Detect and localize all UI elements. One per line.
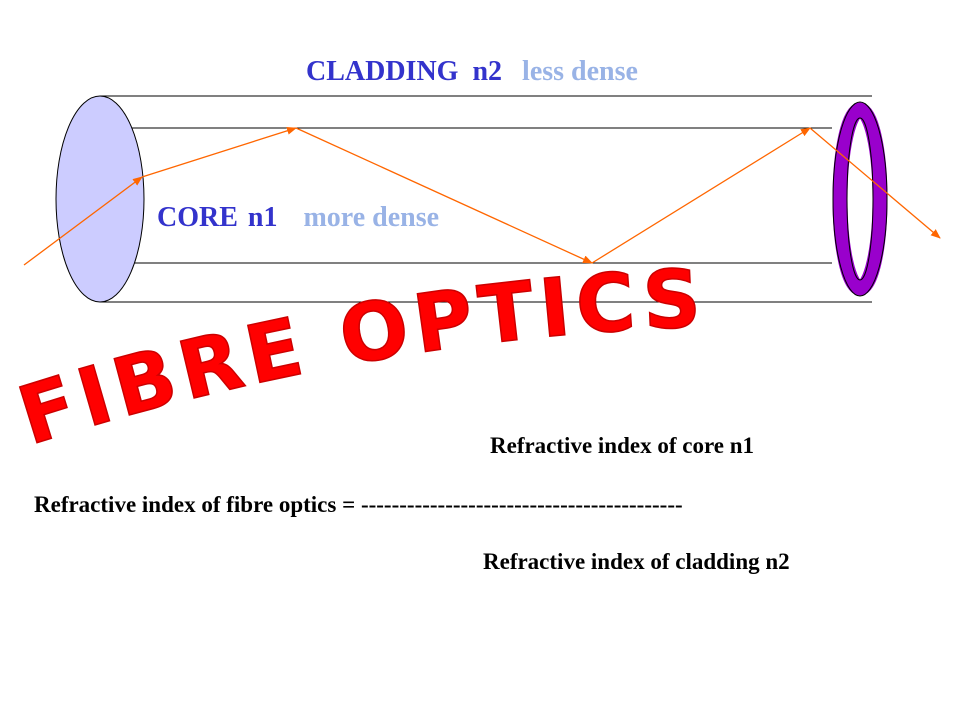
core-index: n1	[247, 202, 278, 233]
ray-segment-1	[141, 126, 297, 178]
cladding-label: CLADDING n2 less dense	[306, 56, 638, 88]
cladding-name: CLADDING	[306, 56, 459, 87]
core-density: more dense	[303, 202, 440, 233]
core-label: CORE n1 more dense	[157, 202, 439, 234]
ray-segment-exit	[809, 127, 941, 239]
formula-denominator: Refractive index of cladding n2	[483, 549, 790, 574]
exit-face-ring	[832, 102, 888, 296]
cladding-density: less dense	[522, 56, 638, 87]
core-name: CORE	[157, 202, 238, 233]
ray-segment-incident	[23, 176, 143, 266]
formula-lhs: Refractive index of fibre optics =	[34, 492, 356, 517]
ray-segment-2	[295, 127, 593, 264]
formula-fraction-bar: ----------------------------------------…	[360, 492, 683, 517]
cladding-index: n2	[472, 56, 503, 87]
formula-numerator: Refractive index of core n1	[490, 433, 754, 458]
entry-face-ellipse	[55, 95, 145, 303]
exit-ring-outline-outer	[832, 101, 888, 297]
light-ray	[23, 126, 941, 266]
formula-line: Refractive index of fibre optics = -----…	[34, 492, 683, 518]
exit-ring-outline-inner	[846, 117, 874, 281]
ray-segment-3	[591, 127, 811, 264]
